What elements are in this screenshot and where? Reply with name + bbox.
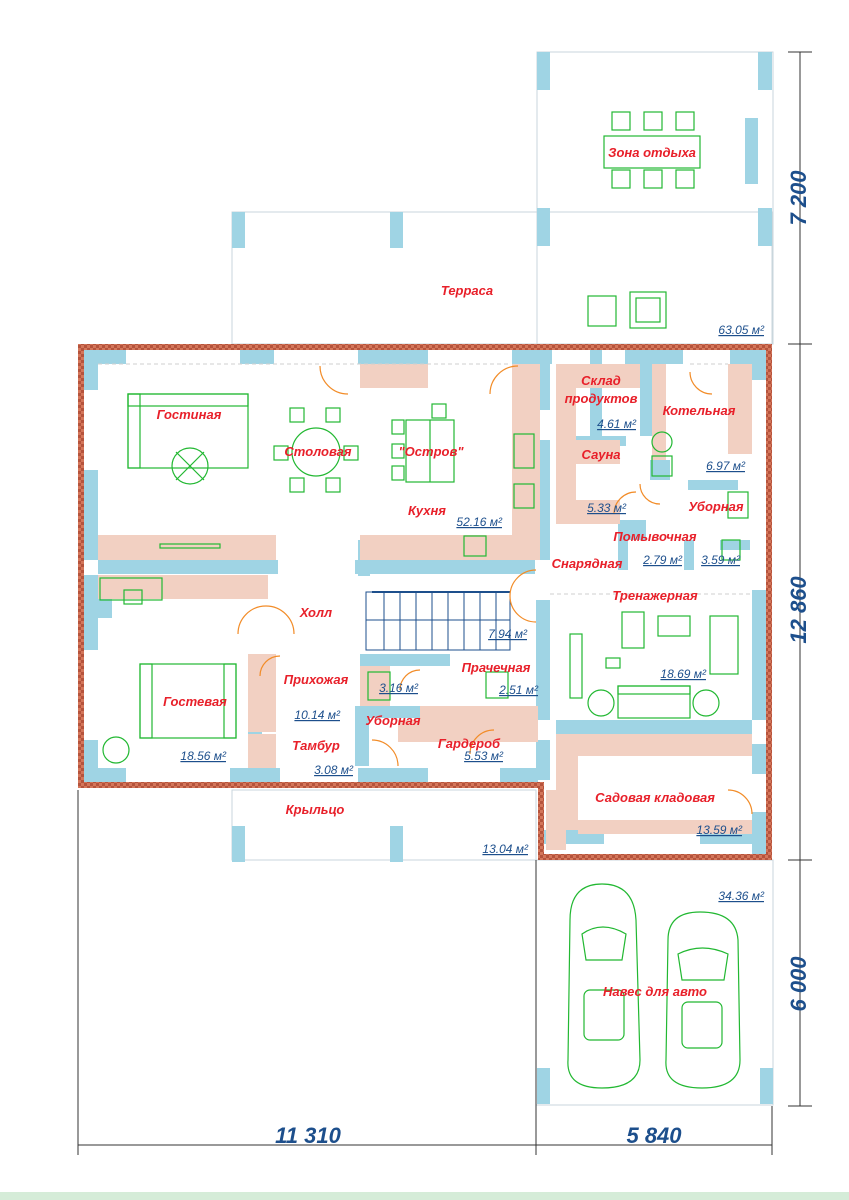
label-sadovaya: Садовая кладовая	[595, 790, 715, 805]
dim-depth-house: 12 860	[786, 576, 811, 644]
area-sauna: 5.33 м²	[587, 501, 627, 515]
area-terrasa: 63.05 м²	[718, 323, 765, 337]
label-kotelnaya: Котельная	[663, 403, 736, 418]
area-kukhnya: 52.16 м²	[456, 515, 503, 529]
label-prachechnaya: Прачечная	[462, 660, 531, 675]
area-gostevaya: 18.56 м²	[180, 749, 227, 763]
doors	[237, 365, 753, 815]
label-trenazhernaya: Тренажерная	[612, 588, 698, 603]
label-pomyvochnaya: Помывочная	[613, 529, 696, 544]
area-ubornaya-1: 3.59 м²	[701, 553, 741, 567]
footer-band	[0, 1192, 849, 1200]
columns	[232, 52, 773, 1104]
dimension-labels: 11 310 5 840 7 200 12 860 6 000	[275, 170, 811, 1148]
outdoor-outlines	[231, 51, 774, 1106]
label-ostrov: "Остров"	[399, 444, 465, 459]
label-naves: Навес для авто	[603, 984, 707, 999]
area-kryltso: 13.04 м²	[482, 842, 529, 856]
area-kholl: 7.94 м²	[488, 627, 528, 641]
dim-width-garage: 5 840	[626, 1123, 682, 1148]
area-sadovaya: 13.59 м²	[696, 823, 743, 837]
dim-width-main: 11 310	[275, 1123, 341, 1148]
label-stolovaya: Столовая	[284, 444, 351, 459]
label-kukhnya: Кухня	[408, 503, 446, 518]
partitions	[98, 364, 752, 850]
staircase	[365, 591, 511, 651]
label-terrasa: Терраса	[441, 283, 493, 298]
area-ubornaya-2: 3.16 м²	[379, 681, 419, 695]
label-snaryadnaya: Снарядная	[552, 556, 623, 571]
dim-depth-terrace: 7 200	[786, 170, 811, 226]
area-garderob: 5.53 м²	[464, 749, 504, 763]
dashed-lines	[98, 363, 752, 595]
inner-linings	[84, 350, 766, 854]
label-tambur: Тамбур	[292, 738, 340, 753]
label-prikhozhaya: Прихожая	[284, 672, 349, 687]
label-produktov: продуктов	[565, 391, 638, 406]
label-garderob: Гардероб	[438, 736, 501, 751]
label-ubornaya-2: Уборная	[365, 713, 420, 728]
label-kryltso: Крыльцо	[286, 802, 345, 817]
area-sklad: 4.61 м²	[597, 417, 637, 431]
label-kholl: Холл	[299, 605, 332, 620]
area-prikhozhaya: 10.14 м²	[294, 708, 341, 722]
label-sklad: Склад	[581, 373, 621, 388]
room-labels: Зона отдыха Терраса 63.05 м² Гостиная Ст…	[157, 145, 765, 999]
area-naves: 34.36 м²	[718, 889, 765, 903]
area-tambur: 3.08 м²	[314, 763, 354, 777]
exterior-walls	[78, 344, 772, 860]
label-gostevaya: Гостевая	[163, 694, 227, 709]
label-gostinaya: Гостиная	[157, 407, 222, 422]
area-trenazhernaya: 18.69 м²	[660, 667, 707, 681]
dim-depth-garage: 6 000	[786, 956, 811, 1012]
label-sauna: Сауна	[581, 447, 620, 462]
area-pomyvochnaya: 2.79 м²	[642, 553, 683, 567]
furniture	[99, 111, 749, 1089]
area-prachechnaya: 2.51 м²	[498, 683, 539, 697]
area-kotelnaya: 6.97 м²	[706, 459, 746, 473]
label-zona-otdykha: Зона отдыха	[608, 145, 696, 160]
label-ubornaya-1: Уборная	[688, 499, 743, 514]
dimension-lines	[77, 51, 812, 1155]
